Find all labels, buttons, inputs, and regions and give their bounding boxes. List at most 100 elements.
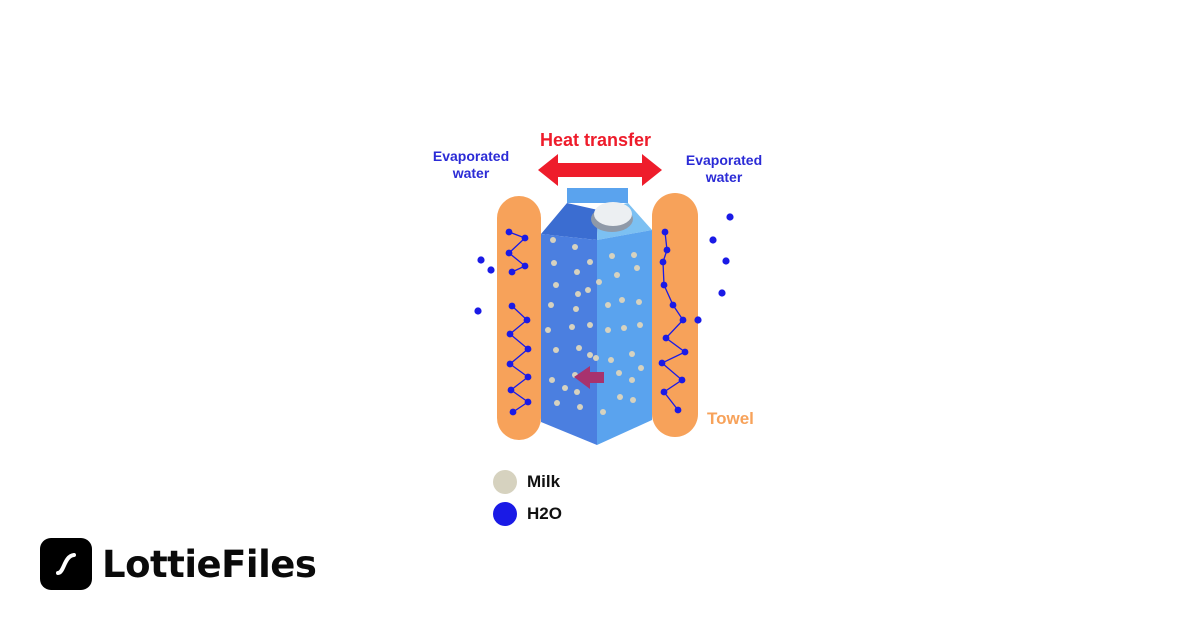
carton-cap xyxy=(594,202,632,226)
milk-particle xyxy=(614,272,620,278)
water-particle xyxy=(521,234,529,242)
free-water-particle xyxy=(726,213,734,221)
water-particle xyxy=(505,228,513,236)
towel-label: Towel xyxy=(707,409,754,428)
milk-particle xyxy=(587,259,593,265)
evaporated-right-line2: water xyxy=(705,169,743,185)
milk-particle xyxy=(631,252,637,258)
milk-particle xyxy=(554,400,560,406)
water-particle xyxy=(658,359,666,367)
milk-particle xyxy=(608,357,614,363)
water-particle xyxy=(524,373,532,381)
evaporated-water-left-label: Evaporated water xyxy=(416,148,526,182)
milk-particle xyxy=(585,287,591,293)
evaporated-left-line1: Evaporated xyxy=(432,148,510,164)
evaporated-water-right-label: Evaporated water xyxy=(669,152,779,186)
milk-particle xyxy=(593,355,599,361)
water-particle xyxy=(507,386,515,394)
water-particle xyxy=(508,268,516,276)
heat-transfer-label: Heat transfer xyxy=(540,130,652,150)
water-particle xyxy=(506,330,514,338)
milk-particle xyxy=(548,302,554,308)
heat-transfer-arrow xyxy=(538,154,662,186)
milk-particle xyxy=(605,302,611,308)
water-particle xyxy=(660,281,668,289)
milk-particle xyxy=(629,351,635,357)
water-particle xyxy=(523,316,531,324)
milk-particle xyxy=(605,327,611,333)
milk-particle xyxy=(551,260,557,266)
milk-particle xyxy=(636,299,642,305)
milk-particle xyxy=(574,389,580,395)
water-particle xyxy=(678,376,686,384)
water-particle xyxy=(521,262,529,270)
milk-particle xyxy=(549,377,555,383)
free-water-particle xyxy=(722,257,730,265)
legend-label-milk: Milk xyxy=(527,472,561,491)
water-particle xyxy=(505,249,513,257)
milk-particle xyxy=(572,244,578,250)
carton-top-fin xyxy=(567,188,628,203)
milk-particle xyxy=(569,324,575,330)
milk-particle xyxy=(634,265,640,271)
milk-particle xyxy=(577,404,583,410)
evaporated-left-line2: water xyxy=(452,165,490,181)
milk-particle xyxy=(621,325,627,331)
milk-particle xyxy=(574,269,580,275)
inner-arrow xyxy=(574,366,604,389)
free-water-particle xyxy=(477,256,485,264)
water-particle xyxy=(506,360,514,368)
milk-particle xyxy=(616,370,622,376)
milk-particle xyxy=(562,385,568,391)
milk-particle xyxy=(575,291,581,297)
towel-left xyxy=(497,196,541,440)
milk-particle xyxy=(573,306,579,312)
milk-particle xyxy=(587,322,593,328)
free-water-particle xyxy=(487,266,495,274)
free-water-particle xyxy=(709,236,717,244)
milk-particle xyxy=(638,365,644,371)
water-particle xyxy=(659,258,667,266)
water-particle xyxy=(509,408,517,416)
h2o-legend-swatch xyxy=(493,502,517,526)
milk-legend-swatch xyxy=(493,470,517,494)
milk-particle xyxy=(545,327,551,333)
lottie-logo-icon xyxy=(40,538,92,590)
milk-particle xyxy=(587,352,593,358)
water-particle xyxy=(681,348,689,356)
carton-left-face xyxy=(541,234,597,445)
water-particle xyxy=(669,301,677,309)
milk-particle xyxy=(553,282,559,288)
water-particle xyxy=(674,406,682,414)
towel-right xyxy=(652,193,698,437)
water-particle xyxy=(508,302,516,310)
lottiefiles-brand: LottieFiles xyxy=(40,538,317,590)
water-particle xyxy=(663,246,671,254)
milk-particle xyxy=(576,345,582,351)
milk-particle xyxy=(619,297,625,303)
milk-carton xyxy=(541,188,652,445)
milk-particle xyxy=(550,237,556,243)
water-particle xyxy=(679,316,687,324)
milk-particle xyxy=(637,322,643,328)
milk-particle xyxy=(617,394,623,400)
water-particle xyxy=(662,334,670,342)
milk-particle xyxy=(596,279,602,285)
free-water-particle xyxy=(474,307,482,315)
free-water-particle xyxy=(718,289,726,297)
carton-right-face xyxy=(597,230,652,445)
water-particle xyxy=(524,345,532,353)
water-particle xyxy=(524,398,532,406)
legend-label-h2o: H2O xyxy=(527,504,562,523)
milk-particle xyxy=(553,347,559,353)
evaporated-right-line1: Evaporated xyxy=(685,152,763,168)
water-particle xyxy=(661,228,669,236)
water-particle xyxy=(660,388,668,396)
carton-top-left xyxy=(541,203,598,240)
legend-item-h2o: H2O xyxy=(493,502,562,526)
milk-particle xyxy=(600,409,606,415)
brand-name: LottieFiles xyxy=(102,542,317,586)
legend-item-milk: Milk xyxy=(493,470,560,494)
milk-particle xyxy=(630,397,636,403)
